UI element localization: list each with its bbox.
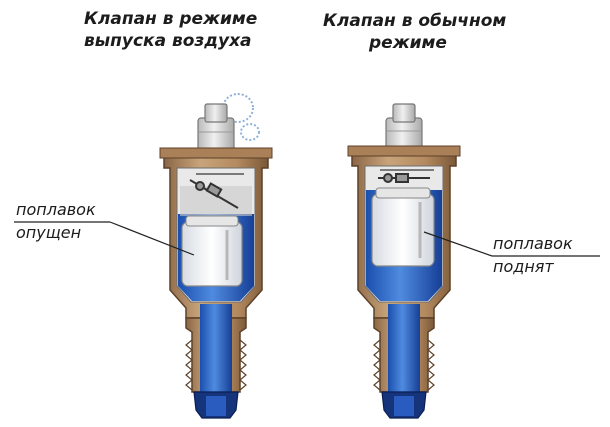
title-left-line1: Клапан в режиме bbox=[84, 9, 258, 29]
label-float-raised: поплавок поднят bbox=[493, 232, 573, 278]
valve-right bbox=[347, 103, 461, 419]
label-left-line2: опущен bbox=[16, 223, 82, 242]
title-normal-mode: Клапан в обычном режиме bbox=[323, 10, 506, 54]
leader-lines bbox=[14, 221, 600, 257]
label-right-line2: поднят bbox=[493, 257, 554, 276]
label-left-line1: поплавок bbox=[16, 200, 96, 219]
float-lowered bbox=[181, 215, 243, 287]
title-right-line1: Клапан в обычном bbox=[323, 11, 507, 31]
title-air-release-mode: Клапан в режиме выпуска воздуха bbox=[84, 8, 257, 52]
label-right-line1: поплавок bbox=[493, 234, 573, 253]
thread-right bbox=[373, 339, 435, 391]
thread-left bbox=[185, 339, 247, 391]
valve-cap bbox=[197, 103, 235, 153]
valve-cap bbox=[385, 103, 423, 151]
lever-mechanism bbox=[378, 169, 434, 183]
label-float-lowered: поплавок опущен bbox=[16, 198, 96, 244]
title-right-line2: режиме bbox=[369, 33, 447, 53]
valve-left bbox=[159, 93, 273, 419]
lever-mechanism bbox=[189, 173, 244, 209]
float-raised bbox=[371, 187, 435, 267]
title-left-line2: выпуска воздуха bbox=[84, 31, 252, 51]
